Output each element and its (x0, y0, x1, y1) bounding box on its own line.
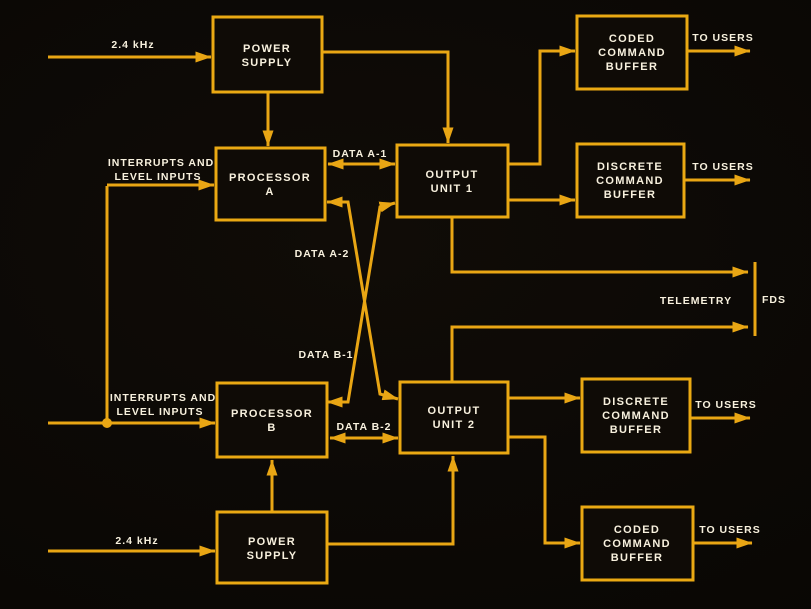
svg-text:SUPPLY: SUPPLY (247, 550, 298, 562)
power-supply-a-box (211, 15, 324, 94)
telemetry-line-2 (450, 321, 749, 382)
svg-text:POWER: POWER (243, 43, 291, 55)
svg-text:COMMAND: COMMAND (598, 47, 666, 59)
coded-command-buffer-1-label: CODED COMMAND BUFFER (598, 33, 666, 73)
svg-text:LEVEL INPUTS: LEVEL INPUTS (116, 406, 203, 418)
svg-text:UNIT 2: UNIT 2 (433, 419, 476, 431)
interrupts-a-label: INTERRUPTS AND LEVEL INPUTS (108, 157, 214, 183)
svg-text:POWER: POWER (248, 536, 296, 548)
svg-text:DISCRETE: DISCRETE (597, 161, 663, 173)
power-supply-b-box (215, 510, 329, 585)
svg-text:INTERRUPTS AND: INTERRUPTS AND (110, 392, 216, 404)
processor-a-box (214, 146, 327, 222)
svg-text:COMMAND: COMMAND (603, 538, 671, 550)
svg-text:BUFFER: BUFFER (606, 61, 658, 73)
svg-text:INTERRUPTS AND: INTERRUPTS AND (108, 157, 214, 169)
to-users-coded-1-label: TO USERS (692, 32, 753, 44)
to-users-discrete-1-label: TO USERS (692, 161, 753, 173)
svg-text:A: A (265, 186, 274, 198)
data-a2-label: DATA A-2 (295, 248, 350, 260)
power-supply-a-label: POWER SUPPLY (242, 43, 293, 69)
output-unit-1-label: OUTPUT UNIT 1 (425, 169, 478, 195)
power-supply-b-label: POWER SUPPLY (247, 536, 298, 562)
data-b2-label: DATA B-2 (336, 421, 391, 433)
svg-text:BUFFER: BUFFER (610, 424, 662, 436)
svg-text:OUTPUT: OUTPUT (427, 405, 480, 417)
svg-text:OUTPUT: OUTPUT (425, 169, 478, 181)
svg-text:LEVEL INPUTS: LEVEL INPUTS (114, 171, 201, 183)
discrete-command-buffer-1-box (575, 142, 686, 219)
svg-text:DISCRETE: DISCRETE (603, 396, 669, 408)
coded-command-buffer-1-box (575, 14, 689, 91)
telemetry-label: TELEMETRY (660, 295, 732, 307)
discrete-command-buffer-2-label: DISCRETE COMMAND BUFFER (602, 396, 670, 436)
clock-a-label: 2.4 kHz (111, 39, 154, 51)
svg-text:PROCESSOR: PROCESSOR (231, 408, 313, 420)
discrete-command-buffer-2-box (580, 377, 692, 454)
power-supply-b-to-output-unit-2-line (327, 455, 459, 546)
to-users-coded-2-label: TO USERS (699, 524, 760, 536)
svg-text:COMMAND: COMMAND (602, 410, 670, 422)
data-b1-cross-line (326, 201, 396, 408)
svg-text:BUFFER: BUFFER (604, 189, 656, 201)
interrupts-b-label: INTERRUPTS AND LEVEL INPUTS (110, 392, 216, 418)
output-unit-1-to-coded-buffer-1-line (508, 45, 576, 166)
svg-text:COMMAND: COMMAND (596, 175, 664, 187)
clock-b-label: 2.4 kHz (115, 535, 158, 547)
data-a1-label: DATA A-1 (333, 148, 388, 160)
data-a2-cross-line (326, 196, 399, 401)
processor-b-label: PROCESSOR B (231, 408, 313, 434)
svg-text:BUFFER: BUFFER (611, 552, 663, 564)
coded-command-buffer-2-label: CODED COMMAND BUFFER (603, 524, 671, 564)
output-unit-2-box (398, 380, 510, 455)
svg-text:B: B (267, 422, 276, 434)
data-b1-label: DATA B-1 (298, 349, 353, 361)
telemetry-line-1 (450, 217, 749, 278)
svg-text:UNIT 1: UNIT 1 (431, 183, 474, 195)
interrupts-junction-dot (102, 418, 112, 428)
to-users-discrete-2-label: TO USERS (695, 399, 756, 411)
processor-b-box (215, 381, 329, 459)
output-unit-1-box (395, 143, 510, 219)
output-unit-2-label: OUTPUT UNIT 2 (427, 405, 480, 431)
coded-command-buffer-2-box (580, 505, 695, 582)
svg-text:CODED: CODED (614, 524, 660, 536)
svg-text:CODED: CODED (609, 33, 655, 45)
fds-label: FDS (762, 294, 786, 306)
svg-text:SUPPLY: SUPPLY (242, 57, 293, 69)
discrete-command-buffer-1-label: DISCRETE COMMAND BUFFER (596, 161, 664, 201)
svg-text:PROCESSOR: PROCESSOR (229, 172, 311, 184)
output-unit-2-to-coded-buffer-2-line (508, 435, 581, 549)
power-supply-a-to-output-unit-1-line (322, 50, 454, 144)
processor-a-label: PROCESSOR A (229, 172, 311, 198)
